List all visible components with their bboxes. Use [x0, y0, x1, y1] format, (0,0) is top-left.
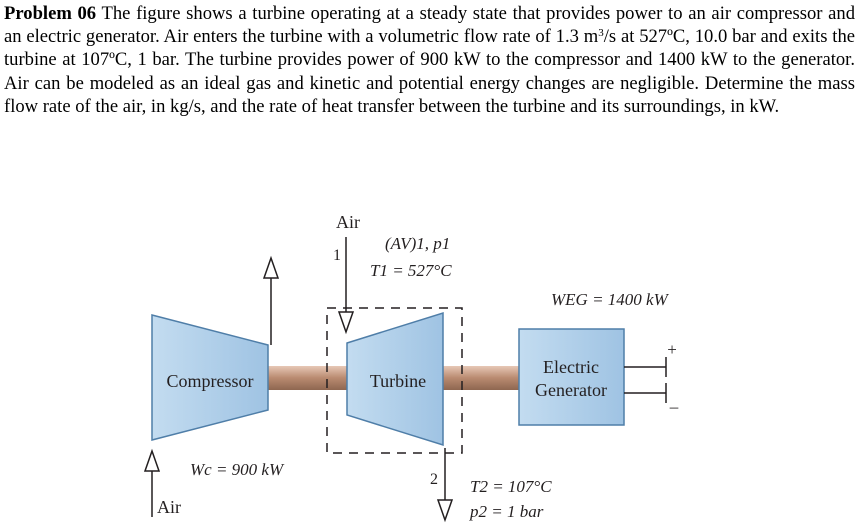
- inlet-condition-temperature: T1 = 527°C: [370, 261, 452, 280]
- problem-statement: Problem 06 The figure shows a turbine op…: [4, 2, 855, 118]
- exit-condition-pressure: p2 = 1 bar: [469, 502, 544, 521]
- compressor-body: [151, 314, 269, 441]
- compressor-work-arrow: [262, 255, 280, 345]
- turbine-air-label: Air: [336, 212, 360, 232]
- compressor-power-label: Wc = 900 kW: [190, 460, 285, 479]
- exit-condition-temperature: T2 = 107°C: [470, 477, 552, 496]
- compressor-label: Compressor: [167, 371, 254, 391]
- minus-sign: –: [669, 397, 679, 416]
- turbine-body: [346, 311, 444, 447]
- compressor-air-inlet-arrow: [143, 448, 161, 517]
- turbine-air-inlet-arrow: [337, 237, 355, 335]
- generator-label-line2: Generator: [535, 380, 607, 400]
- generator-power-label: WEG = 1400 kW: [551, 290, 670, 309]
- problem-text: The figure shows a turbine operating at …: [4, 3, 855, 48]
- generator-terminals: [624, 357, 667, 403]
- turbine-exit-arrow: [436, 448, 454, 523]
- turbine-label: Turbine: [370, 371, 426, 391]
- generator-label-line1: Electric: [543, 357, 599, 377]
- shaft: [268, 366, 519, 390]
- inlet-condition-volumetric: (AV)1, p1: [385, 234, 450, 253]
- state-1-label: 1: [333, 247, 341, 264]
- state-2-label: 2: [430, 471, 438, 488]
- problem-text-continued: /s at 527ºC, 10.0 bar and exits the turb…: [4, 26, 856, 117]
- problem-number: Problem 06: [4, 3, 97, 24]
- generator-body: [518, 328, 625, 426]
- problem-superscript: 3: [598, 27, 604, 40]
- compressor-air-label: Air: [157, 497, 181, 517]
- control-volume-boundary: [326, 307, 463, 454]
- plus-sign: +: [667, 340, 677, 359]
